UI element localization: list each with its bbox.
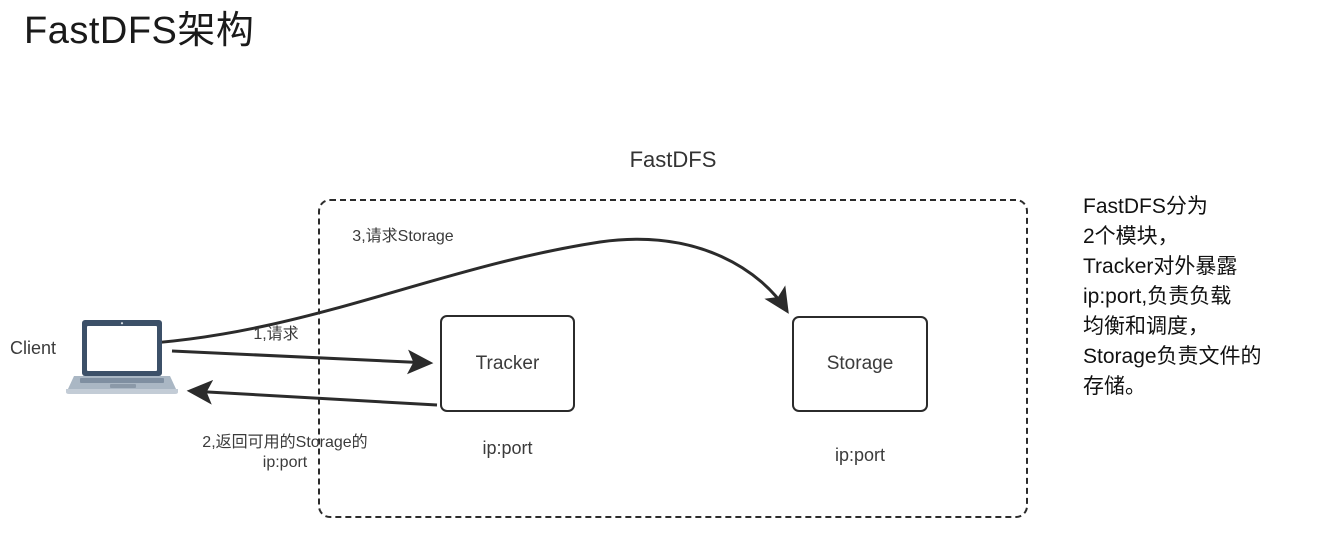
side-note: FastDFS分为 2个模块， Tracker对外暴露 ip:port,负责负载…	[1083, 192, 1315, 402]
edge-label-step2: 2,返回可用的Storage的 ip:port	[170, 433, 400, 473]
side-note-line-1: FastDFS分为	[1083, 195, 1208, 218]
node-storage-sublabel: ip:port	[834, 445, 886, 465]
side-note-line-7: 存储。	[1083, 375, 1146, 398]
node-tracker-label: Tracker	[475, 352, 540, 374]
side-note-line-5: 均衡和调度，	[1083, 315, 1209, 338]
side-note-line-2: 2个模块，	[1083, 225, 1179, 248]
node-storage[interactable]: Storage	[792, 316, 928, 412]
node-tracker-sublabel: ip:port	[482, 438, 533, 458]
side-note-line-6: Storage负责文件的	[1083, 345, 1262, 368]
group-label-fastdfs: FastDFS	[629, 147, 717, 172]
client-label: Client	[10, 338, 57, 358]
node-storage-label: Storage	[826, 353, 894, 374]
edge-label-step2-line2: ip:port	[262, 454, 308, 471]
laptop-icon	[66, 320, 178, 394]
edge-label-step3: 3,请求Storage	[352, 228, 454, 245]
edge-label-step1: 1,请求	[253, 326, 299, 343]
side-note-line-3: Tracker对外暴露	[1083, 255, 1238, 278]
page-title: FastDFS架构	[24, 10, 255, 52]
node-tracker[interactable]: Tracker	[440, 315, 575, 412]
side-note-line-4: ip:port,负责负载	[1083, 285, 1232, 308]
edge-label-step2-line1: 2,返回可用的Storage的	[202, 434, 368, 451]
